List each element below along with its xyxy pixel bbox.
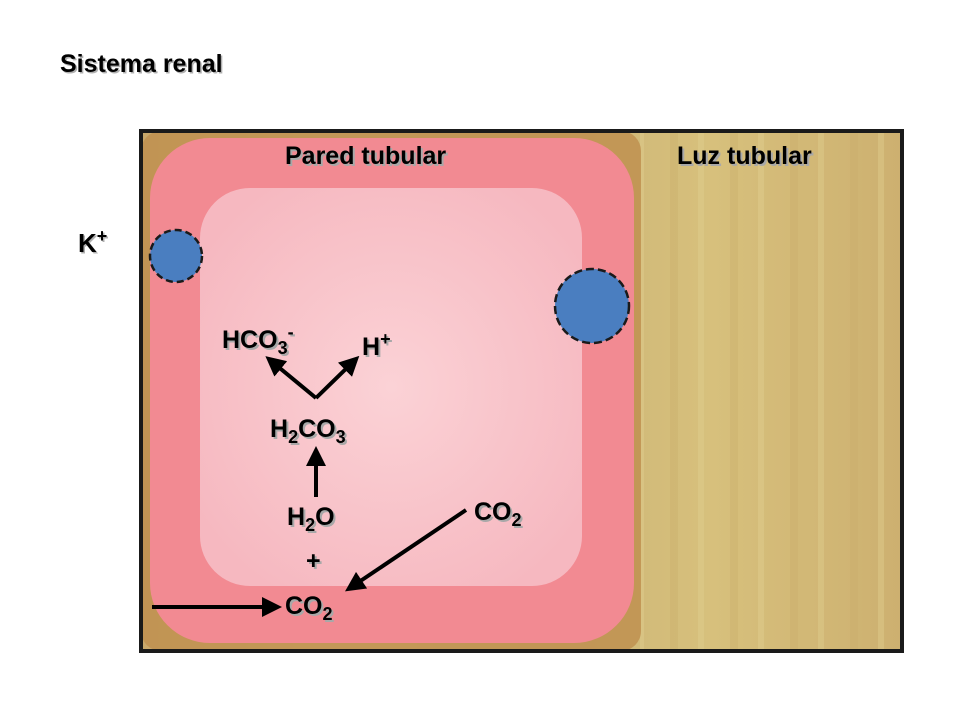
arrow-co2-diffusion [345,508,468,592]
bicarbonate-sub: 3 [278,338,288,358]
arrow-to-hydrogen [314,355,360,400]
co2-cell-label: CO2 CO2 [285,592,335,626]
svg-text:H2O: H2O [289,505,337,537]
carbonic-acid-label: H2CO3 H2CO3 [270,415,348,449]
apical-transporter [553,267,631,345]
potassium-charge: + [96,226,108,246]
lumen-label: Luz tubular [677,142,812,170]
co2-lumen-label: CO2 CO2 [474,498,524,532]
bicarbonate-label: HCO3- HCO3- [222,322,296,360]
plus-sign: + [306,547,321,575]
arrow-to-bicarbonate [265,356,318,400]
wall-label: Pared tubular [285,142,446,170]
co2-cell-sub: 2 [323,604,333,624]
water-h: H [287,503,305,531]
svg-text:CO2: CO2 [285,592,333,624]
hydrogen-base: H [362,333,380,361]
svg-text:CO2: CO2 [476,500,524,532]
svg-text:H+: H+ [362,329,391,361]
svg-text:H2CO3: H2CO3 [272,417,348,449]
water-sub: 2 [305,515,315,535]
bicarbonate-sup: - [288,322,294,342]
svg-text:H2CO3: H2CO3 [270,415,346,447]
co2-lumen-sub: 2 [512,510,522,530]
hydrogen-sup: + [380,329,391,349]
carbonic-sub2: 3 [336,427,346,447]
potassium-ion-label: K+ [78,226,107,259]
slide-title: Sistema renal [60,50,223,78]
lumen-texture [640,131,902,651]
basolateral-transporter [148,228,204,284]
plus-sign-shadow: + [308,549,323,577]
bicarbonate-base: HCO [222,326,278,354]
co2-lumen-base: CO [474,498,512,526]
wall-label-shadow: Pared tubular [287,144,448,172]
diagram-frame [139,129,904,653]
svg-text:HCO3-: HCO3- [222,322,294,358]
carbonic-h: H [270,415,288,443]
svg-text:CO2: CO2 [474,498,522,530]
svg-text:CO2: CO2 [287,594,335,626]
lumen-label-shadow: Luz tubular [679,144,814,172]
co2-cell-base: CO [285,592,323,620]
svg-text:H2O: H2O [287,503,335,535]
hydrogen-ion-label: H+ H+ [362,329,393,363]
svg-text:HCO3-: HCO3- [224,324,296,360]
water-o: O [315,503,334,531]
svg-text:H+: H+ [364,331,393,363]
carbonic-sub1: 2 [288,427,298,447]
water-label: H2O H2O [287,503,337,537]
carbonic-co: CO [298,415,336,443]
potassium-symbol: K [78,228,97,258]
cell-cytoplasm [200,188,582,586]
